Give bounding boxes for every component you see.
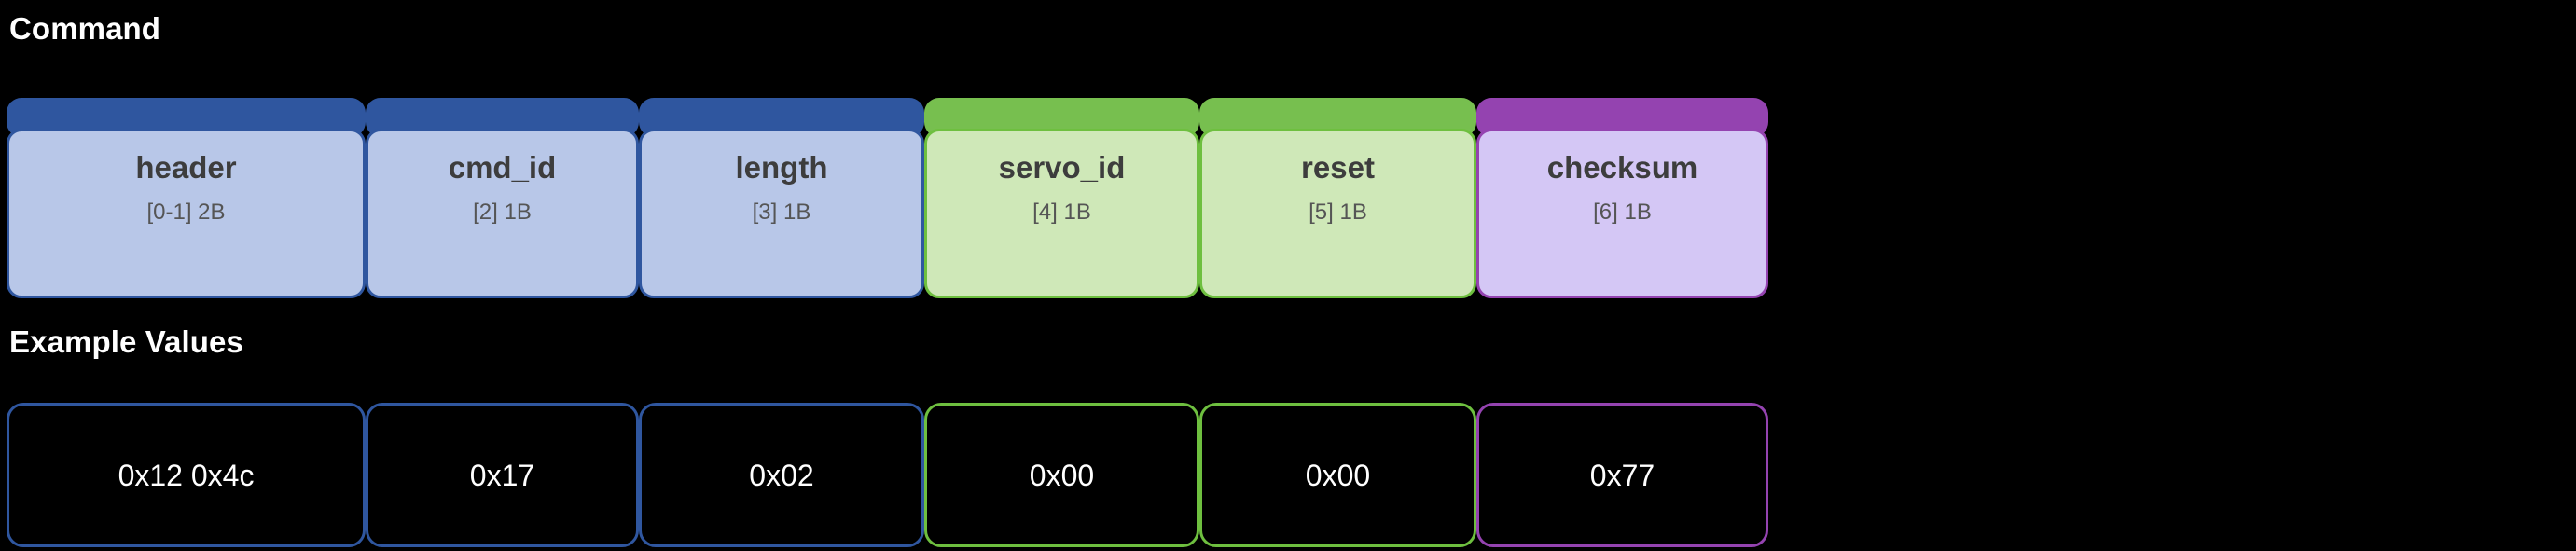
value-text-label: 0x17 (469, 458, 535, 492)
field-box-reset: reset [5] 1B (1199, 129, 1476, 298)
packet-field-servo-id[interactable]: servo_id [4] 1B (924, 98, 1199, 301)
packet-field-length[interactable]: length [3] 1B (639, 98, 924, 301)
field-name-label: reset (1301, 150, 1375, 185)
value-box-servo-id: 0x00 (924, 403, 1199, 547)
value-text-label: 0x00 (1305, 458, 1371, 492)
field-box-servo-id: servo_id [4] 1B (924, 129, 1199, 298)
value-box-cmd-id: 0x17 (366, 403, 639, 547)
field-name-label: checksum (1546, 150, 1698, 185)
field-box-header: header [0-1] 2B (7, 129, 366, 298)
field-meta-label: [3] 1B (752, 199, 811, 225)
value-box-header: 0x12 0x4c (7, 403, 366, 547)
example-value-length[interactable]: 0x02 (639, 403, 924, 547)
value-text-label: 0x02 (749, 458, 814, 492)
field-name-label: length (735, 150, 828, 185)
packet-field-checksum[interactable]: checksum [6] 1B (1476, 98, 1768, 301)
field-name-label: servo_id (998, 150, 1126, 185)
packet-field-header[interactable]: header [0-1] 2B (7, 98, 366, 301)
field-name-label: header (135, 150, 237, 185)
value-box-length: 0x02 (639, 403, 924, 547)
field-box-cmd-id: cmd_id [2] 1B (366, 129, 639, 298)
example-value-cmd-id[interactable]: 0x17 (366, 403, 639, 547)
example-value-header[interactable]: 0x12 0x4c (7, 403, 366, 547)
field-meta-label: [2] 1B (473, 199, 532, 225)
field-name-label: cmd_id (448, 150, 557, 185)
value-box-reset: 0x00 (1199, 403, 1476, 547)
packet-field-cmd-id[interactable]: cmd_id [2] 1B (366, 98, 639, 301)
field-box-length: length [3] 1B (639, 129, 924, 298)
packet-field-reset[interactable]: reset [5] 1B (1199, 98, 1476, 301)
value-text-label: 0x77 (1589, 458, 1655, 492)
value-text-label: 0x12 0x4c (118, 458, 255, 492)
field-meta-label: [6] 1B (1593, 199, 1652, 225)
example-value-reset[interactable]: 0x00 (1199, 403, 1476, 547)
field-meta-label: [4] 1B (1032, 199, 1091, 225)
field-box-checksum: checksum [6] 1B (1476, 129, 1768, 298)
example-values-section-title: Example Values (9, 324, 243, 359)
value-text-label: 0x00 (1029, 458, 1095, 492)
example-value-checksum[interactable]: 0x77 (1476, 403, 1768, 547)
field-meta-label: [0-1] 2B (146, 199, 226, 225)
example-value-servo-id[interactable]: 0x00 (924, 403, 1199, 547)
value-box-checksum: 0x77 (1476, 403, 1768, 547)
field-meta-label: [5] 1B (1309, 199, 1367, 225)
command-section-title: Command (9, 11, 161, 46)
